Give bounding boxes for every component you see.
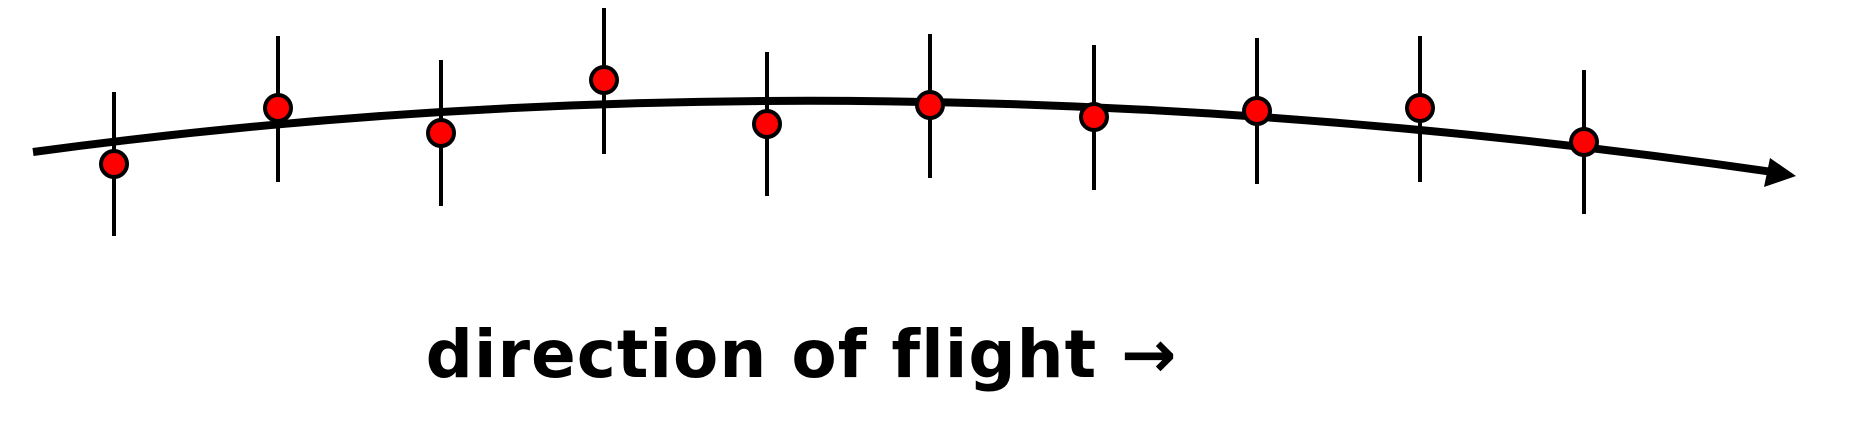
measurement-point bbox=[752, 109, 782, 139]
measurement-point bbox=[589, 65, 619, 95]
measurement-point bbox=[1405, 93, 1435, 123]
measurement-point bbox=[263, 93, 293, 123]
measurement-point bbox=[1242, 96, 1272, 126]
measurement-point bbox=[99, 149, 129, 179]
measurement-point bbox=[1569, 127, 1599, 157]
measurement-point bbox=[426, 118, 456, 148]
measurement-point bbox=[915, 90, 945, 120]
measurement-points bbox=[99, 65, 1599, 179]
arrowhead-icon bbox=[1764, 158, 1796, 187]
trajectory-curve bbox=[32, 96, 1781, 177]
direction-of-flight-label: direction of flight → bbox=[0, 322, 1867, 388]
caption-text: direction of flight → bbox=[425, 316, 1178, 393]
measurement-point bbox=[1079, 102, 1109, 132]
